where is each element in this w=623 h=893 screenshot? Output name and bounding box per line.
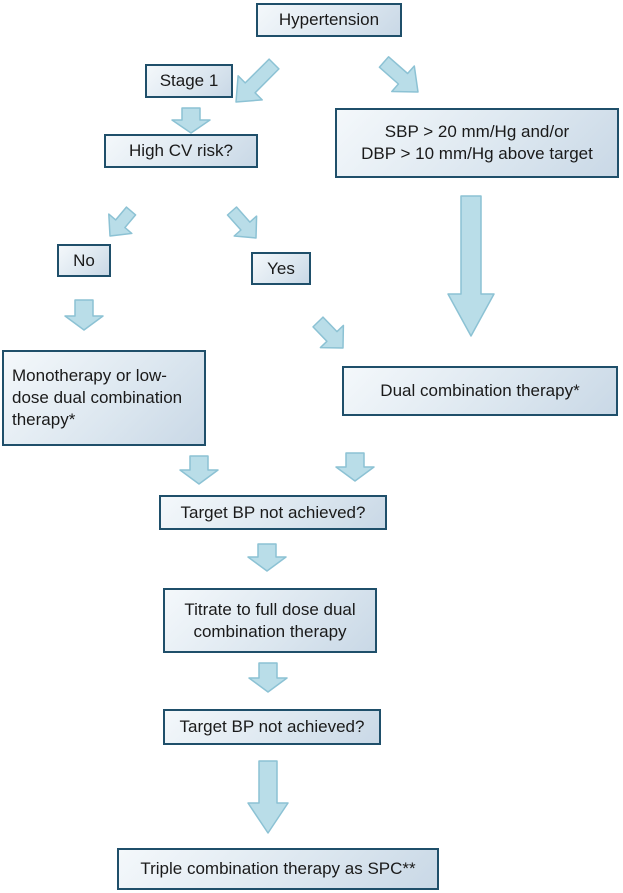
node-yes: Yes xyxy=(251,252,311,285)
node-high-cv-risk: High CV risk? xyxy=(104,134,258,168)
node-monotherapy: Monotherapy or low- dose dual combinatio… xyxy=(2,350,206,446)
arrow-target2-to-triple xyxy=(247,760,289,834)
arrow-mono-to-target1 xyxy=(179,455,219,485)
node-hypertension: Hypertension xyxy=(256,3,402,37)
arrow-cv-risk-to-yes xyxy=(226,206,258,239)
node-stage1: Stage 1 xyxy=(145,64,233,98)
arrow-yes-to-dual xyxy=(312,316,345,349)
arrow-sbp-to-dual xyxy=(447,195,495,337)
node-triple: Triple combination therapy as SPC** xyxy=(117,848,439,890)
node-target-bp-2: Target BP not achieved? xyxy=(163,709,381,745)
node-sbp-dbp: SBP > 20 mm/Hg and/or DBP > 10 mm/Hg abo… xyxy=(335,108,619,178)
arrow-target1-to-titrate xyxy=(247,543,287,572)
node-no: No xyxy=(57,244,111,277)
arrow-no-to-mono xyxy=(64,299,104,331)
arrow-stage1-to-cv-risk xyxy=(171,107,211,134)
arrow-hypertension-to-stage1 xyxy=(235,58,280,103)
node-dual-combination: Dual combination therapy* xyxy=(342,366,618,416)
arrow-dual-to-target1 xyxy=(335,452,375,482)
node-target-bp-1: Target BP not achieved? xyxy=(159,495,387,530)
arrow-cv-risk-to-no xyxy=(108,206,137,237)
node-titrate: Titrate to full dose dual combination th… xyxy=(163,588,377,653)
arrow-titrate-to-target2 xyxy=(248,662,288,693)
arrow-hypertension-to-sbp xyxy=(378,56,419,93)
